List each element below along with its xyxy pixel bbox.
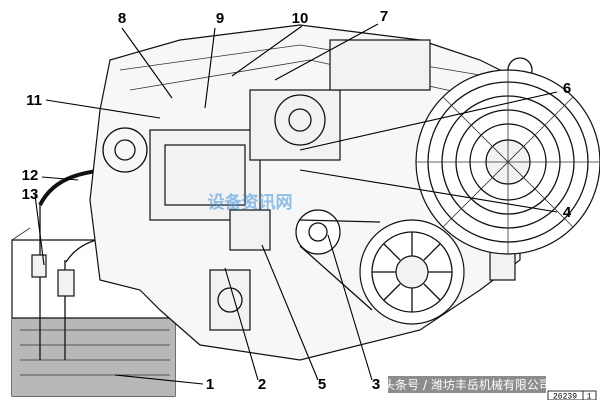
callout-4: 4 (563, 204, 572, 221)
callout-11: 11 (26, 92, 42, 109)
drawing-code-box: 26239 1 (547, 390, 597, 400)
cooling-fan (415, 69, 600, 255)
callout-9: 9 (216, 10, 224, 27)
callout-13: 13 (22, 186, 39, 203)
callout-8: 8 (118, 10, 126, 27)
caption-overlay: 头条号 / 潍坊丰岳机械有限公司 (383, 376, 551, 393)
callout-7: 7 (380, 8, 388, 25)
callout-labels: 8 9 10 7 11 6 4 12 13 1 2 5 3 (22, 8, 572, 393)
leader-lines (34, 23, 558, 385)
callout-10: 10 (292, 10, 309, 27)
callout-2: 2 (258, 376, 266, 393)
drawing-code: 26239 (553, 393, 577, 400)
callout-5: 5 (318, 376, 326, 393)
callout-1: 1 (206, 376, 214, 393)
drawing-code-suffix: 1 (587, 393, 592, 400)
caption-text: 头条号 / 潍坊丰岳机械有限公司 (383, 377, 551, 392)
callout-3: 3 (372, 376, 380, 393)
watermark: 设备资讯网 (208, 192, 293, 213)
callout-12: 12 (22, 167, 39, 184)
crank-pulley (295, 209, 465, 325)
callout-6: 6 (563, 80, 571, 97)
